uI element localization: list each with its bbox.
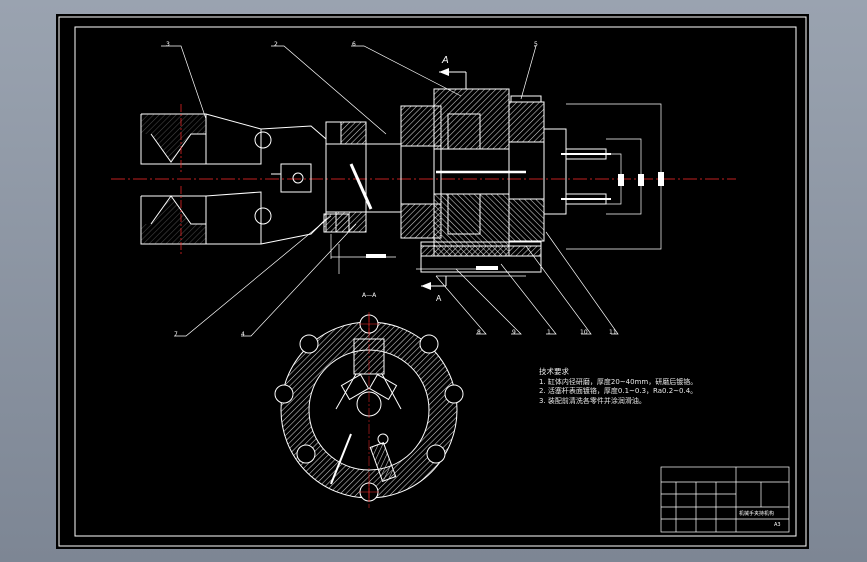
title-block — [660, 466, 790, 533]
callout-8: 8 — [477, 329, 481, 336]
callout-11: 11 — [609, 329, 617, 336]
linkage-block — [323, 121, 401, 233]
callout-4: 4 — [241, 331, 245, 338]
callout-7: 7 — [174, 331, 178, 338]
title-block-name: 机械手夹持机构 — [739, 511, 775, 517]
title-block-sheet-size: A3 — [774, 522, 781, 528]
callout-5: 5 — [534, 41, 538, 48]
drawing-sheet: A A 3 2 6 — [56, 14, 809, 549]
technical-note-line: 3. 装配前清洗各零件并涂润滑油。 — [539, 396, 646, 405]
section-label-top: A — [441, 55, 449, 66]
technical-note-line: 1. 缸体内径研磨，厚度20~40mm，研磨后镀铬。 — [539, 377, 698, 386]
technical-notes: 技术要求 1. 缸体内径研磨，厚度20~40mm，研磨后镀铬。 2. 活塞杆表面… — [539, 367, 697, 406]
section-view-title: A—A — [362, 292, 377, 299]
dimension-ticks — [366, 172, 664, 270]
outer-frame — [58, 16, 807, 547]
callout-10: 10 — [580, 329, 588, 336]
callout-6: 6 — [352, 41, 356, 48]
inner-frame — [74, 26, 797, 537]
technical-note-line: 2. 活塞杆表面镀铬，厚度0.1~0.3，Ra0.2~0.4。 — [539, 387, 698, 395]
callout-3: 3 — [166, 41, 170, 48]
section-label-bottom: A — [436, 294, 442, 303]
section-view — [274, 312, 790, 533]
cad-drawing: A A — [58, 16, 807, 547]
callout-2: 2 — [274, 41, 278, 48]
bolt-holes — [274, 314, 464, 502]
technical-notes-heading: 技术要求 — [539, 367, 569, 376]
leader-lines — [161, 45, 619, 337]
section-arrow-bottom — [421, 276, 447, 290]
gripper-jaw-hatch — [141, 114, 206, 244]
callout-1: 1 — [547, 329, 551, 336]
cylinder-body — [400, 88, 567, 273]
section-arrow-top — [439, 68, 467, 89]
callout-9: 9 — [512, 329, 516, 336]
